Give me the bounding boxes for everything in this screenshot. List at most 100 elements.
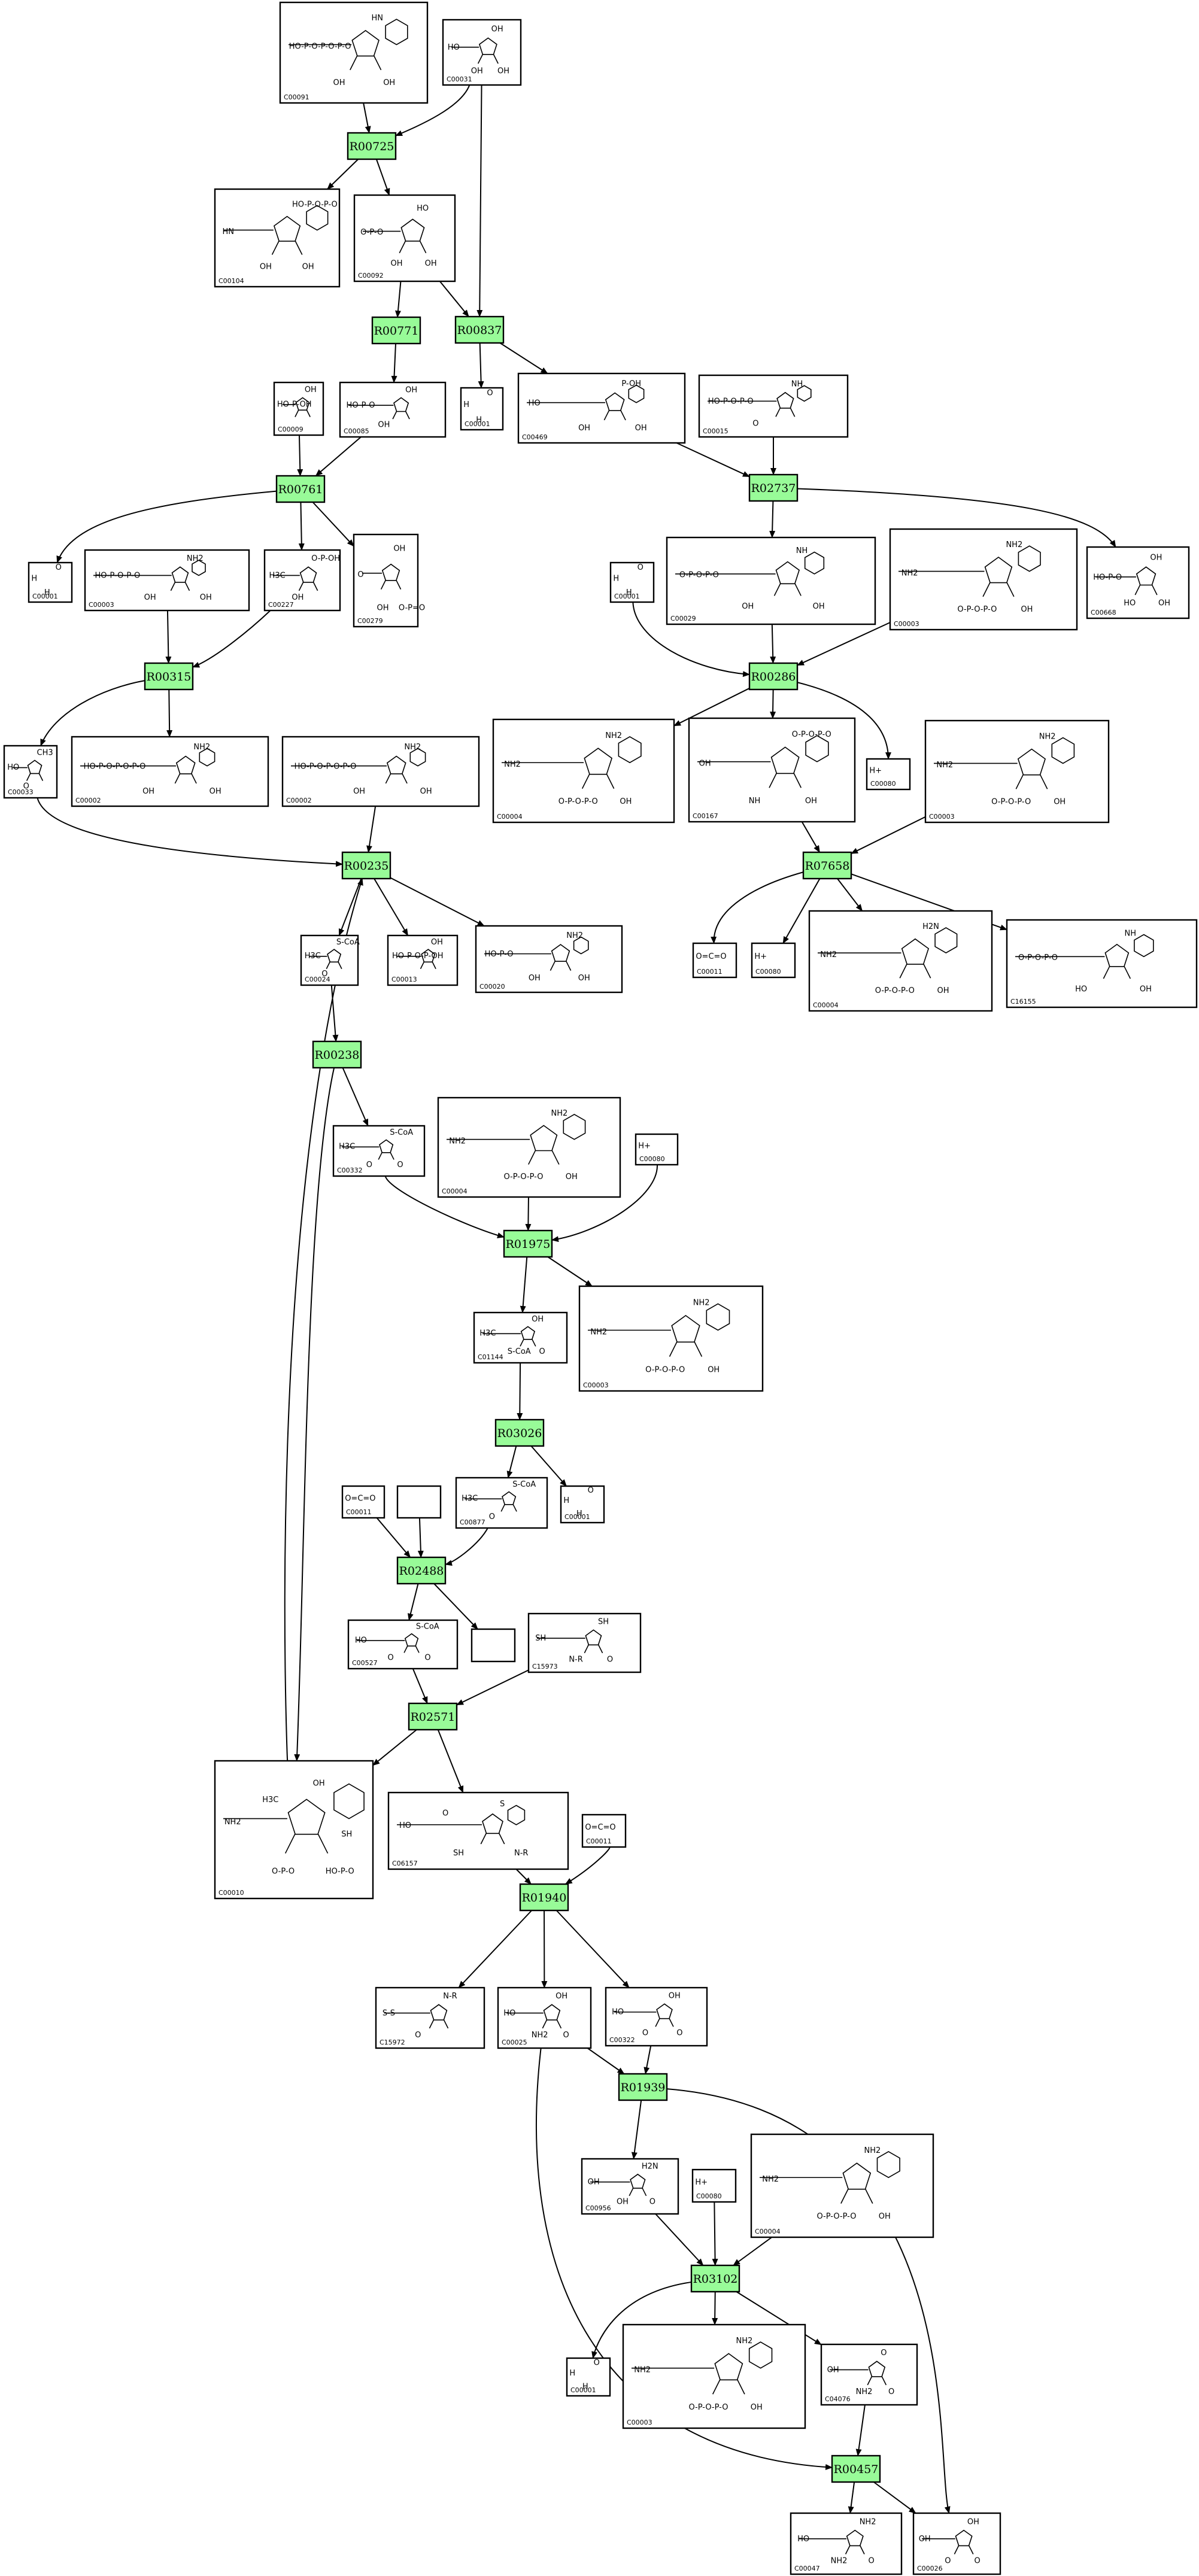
compound-box[interactable] [698,374,849,438]
compound-box[interactable] [3,745,58,799]
compound-box[interactable] [578,1285,764,1392]
compound-node[interactable]: H+C00080 [635,1133,679,1166]
reaction-box[interactable] [618,2073,668,2101]
compound-box[interactable] [924,719,1110,824]
compound-box[interactable] [475,925,623,994]
reaction-node[interactable]: R00837 [454,315,505,344]
reaction-node[interactable]: R00286 [748,662,799,691]
reaction-node[interactable]: R00457 [831,2455,881,2483]
compound-box[interactable] [1006,919,1198,1008]
compound-box[interactable] [84,549,250,612]
compound-box[interactable] [375,1986,485,2049]
reaction-box[interactable] [748,662,799,691]
compound-box[interactable] [912,2512,1001,2575]
reaction-node[interactable]: R02737 [748,473,799,502]
compound-box[interactable] [581,1813,627,1848]
compound-box[interactable] [605,1986,708,2047]
compound-node[interactable] [471,1628,516,1663]
reaction-node[interactable]: R07658 [802,851,852,880]
compound-box[interactable] [497,1986,592,2049]
reaction-box[interactable] [408,1702,458,1731]
reaction-box[interactable] [454,315,505,344]
reaction-box[interactable] [396,1556,447,1585]
reaction-box[interactable] [690,2264,740,2293]
compound-box[interactable] [635,1133,679,1166]
reaction-box[interactable] [503,1229,553,1258]
reaction-node[interactable]: R03102 [690,2264,740,2293]
compound-box[interactable] [560,1485,605,1524]
reaction-box[interactable] [748,473,799,502]
compound-box[interactable] [437,1096,621,1198]
compound-node[interactable] [396,1485,442,1519]
compound-box[interactable] [460,387,504,431]
compound-box[interactable] [692,942,737,979]
reaction-node[interactable]: R00725 [347,132,397,160]
compound-box[interactable] [566,2357,611,2397]
compound-box[interactable] [473,1311,568,1364]
reaction-box[interactable] [519,1883,569,1912]
reaction-box[interactable] [341,851,391,880]
reaction-box[interactable] [347,132,397,160]
reaction-node[interactable]: R01940 [519,1883,569,1912]
compound-box[interactable] [820,2343,918,2406]
reaction-node[interactable]: R00235 [341,851,391,880]
compound-box[interactable] [492,718,675,824]
reaction-box[interactable] [312,1040,362,1069]
compound-box[interactable] [527,1612,642,1673]
compound-box[interactable] [609,561,655,603]
compound-box[interactable] [751,942,796,979]
compound-box[interactable] [455,1477,548,1529]
compound-node[interactable]: H+C00080 [751,942,796,979]
compound-box[interactable] [387,934,459,986]
reaction-box[interactable] [144,662,194,691]
compound-box[interactable] [332,1125,426,1177]
reaction-node[interactable]: R01975 [503,1229,553,1258]
compound-box[interactable] [471,1628,516,1663]
reaction-box[interactable] [802,851,852,880]
compound-box[interactable] [790,2512,903,2575]
reaction-node[interactable]: R02488 [396,1556,447,1585]
compound-box[interactable] [622,2323,806,2429]
reaction-node[interactable]: R00771 [371,316,421,345]
reaction-node[interactable]: R00238 [312,1040,362,1069]
compound-box[interactable] [688,717,856,823]
compound-box[interactable] [279,1,429,104]
compound-box[interactable] [353,533,419,628]
